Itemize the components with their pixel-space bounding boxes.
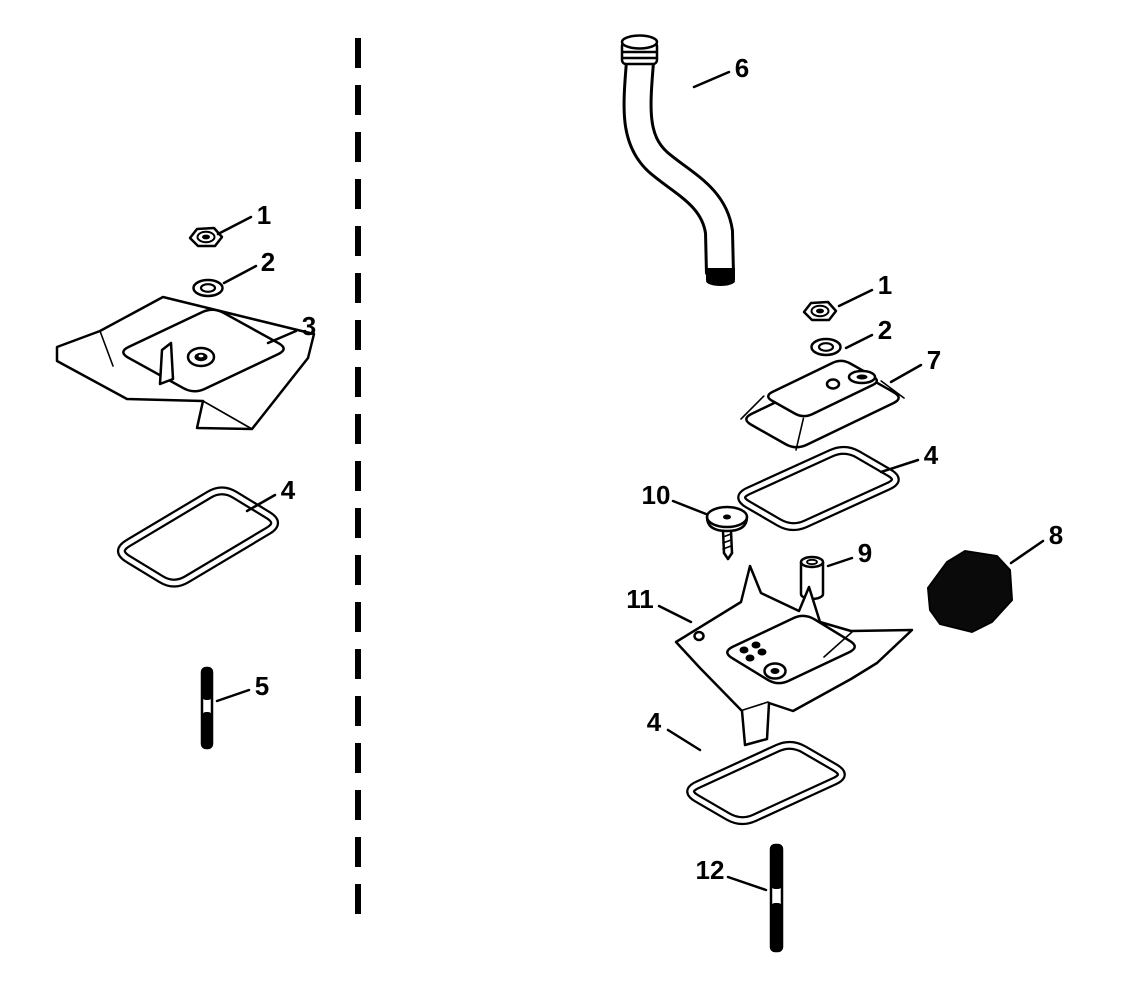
- callout-1-left: 1: [216, 200, 271, 236]
- part-4-gasket-left: [116, 486, 280, 588]
- part-3-cover-plate: [55, 295, 316, 431]
- callout-label: 1: [878, 270, 892, 300]
- callout-label: 9: [858, 538, 872, 568]
- callout-11: 11: [626, 584, 693, 624]
- part-1-hex-nut-left: [188, 226, 224, 248]
- callout-label: 2: [261, 247, 275, 277]
- part-1-hex-nut-right: [802, 300, 838, 322]
- callout-4-left: 4: [245, 475, 296, 513]
- callout-2-left: 2: [222, 247, 275, 285]
- part-5-stud: [200, 666, 214, 750]
- callout-12: 12: [696, 855, 768, 892]
- callout-label: 6: [735, 53, 749, 83]
- callout-label: 7: [927, 345, 941, 375]
- part-10-screw: [705, 505, 749, 561]
- callout-4-right-lower: 4: [647, 707, 702, 752]
- part-4-gasket-right-upper: [737, 445, 900, 532]
- callout-1-right: 1: [837, 270, 892, 308]
- part-11-bracket-plate: [674, 564, 914, 747]
- callout-label: 10: [642, 480, 671, 510]
- callout-9: 9: [826, 538, 872, 568]
- part-6-elbow-tube: [620, 34, 735, 286]
- callout-8: 8: [1009, 520, 1063, 565]
- callout-label: 1: [257, 200, 271, 230]
- part-8-filter-block: [926, 549, 1014, 634]
- callout-label: 8: [1049, 520, 1063, 550]
- callout-label: 2: [878, 315, 892, 345]
- callout-label: 4: [281, 475, 296, 505]
- callout-3: 3: [266, 311, 316, 345]
- assembly-left: [55, 226, 316, 750]
- callout-6: 6: [692, 53, 749, 89]
- part-2-washer-right: [810, 337, 842, 357]
- callout-label: 12: [696, 855, 725, 885]
- callout-label: 11: [626, 584, 654, 614]
- callout-label: 5: [255, 671, 269, 701]
- part-4-gasket-right-lower: [686, 740, 846, 826]
- callout-layer: 1 2 3 4 5 6 1 2: [215, 53, 1063, 892]
- callout-label: 4: [647, 707, 662, 737]
- callout-7: 7: [889, 345, 941, 384]
- part-12-stud: [769, 843, 784, 953]
- part-7-cover: [740, 359, 905, 451]
- assembly-right: [620, 34, 1014, 953]
- callout-4-right-upper: 4: [879, 440, 939, 474]
- callout-label: 4: [924, 440, 939, 470]
- callout-5: 5: [215, 671, 269, 703]
- part-2-washer-left: [192, 278, 224, 298]
- callout-label: 3: [302, 311, 316, 341]
- callout-2-right: 2: [844, 315, 892, 350]
- callout-10: 10: [642, 480, 708, 516]
